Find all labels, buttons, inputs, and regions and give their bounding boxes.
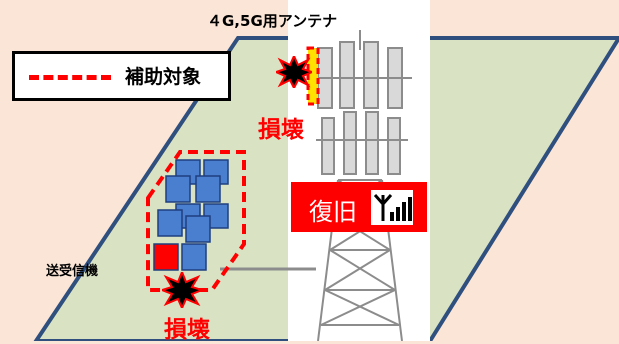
signal-antenna-icon — [371, 190, 413, 225]
explosion-icon — [276, 56, 312, 88]
damage-label-transceiver: 損壊 — [164, 317, 210, 343]
antenna-title: ４G,5G用アンテナ — [207, 12, 338, 30]
transceiver-label: 送受信機 — [46, 264, 99, 279]
restore-badge: 復旧 — [291, 182, 427, 232]
damage-label-antenna: 損壊 — [258, 117, 304, 143]
transceiver-unit — [146, 150, 246, 292]
legend-label: 補助対象 — [125, 66, 202, 88]
antenna-tower — [306, 30, 412, 341]
restore-label: 復旧 — [309, 198, 357, 226]
explosion-icon — [162, 272, 202, 308]
legend-dash-line — [29, 75, 111, 80]
legend: 補助対象 — [12, 51, 231, 101]
connector-line — [220, 267, 316, 271]
